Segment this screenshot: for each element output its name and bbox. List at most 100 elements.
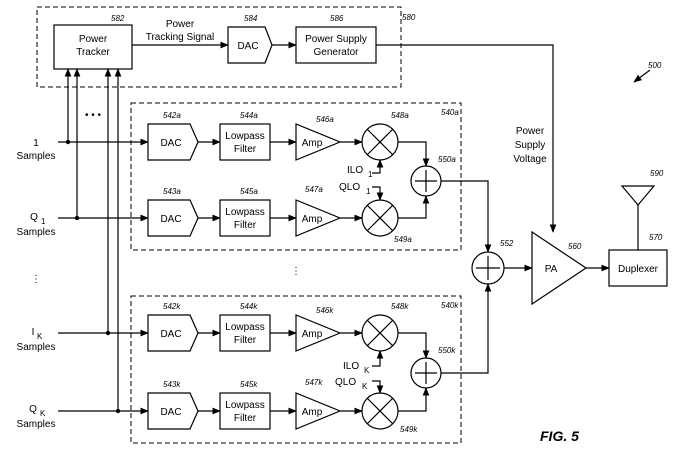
power-control-ref: 580 [402,13,416,22]
wire-550k-552 [441,284,488,373]
tracking-signal-label-1: Power [166,19,195,30]
amp-547a-ref: 547a [305,185,323,194]
antenna-590-ref: 590 [650,169,664,178]
input-qk-word: Samples [17,419,56,430]
mixer-548a-ref: 548a [391,111,409,120]
figure-ref: 500 [648,61,662,70]
supply-voltage-label-2: Supply [515,140,546,151]
filter-545k-label-2: Filter [234,413,257,424]
dac-542k-ref: 542k [163,302,181,311]
junction-dot-q1 [75,216,79,220]
figure-ref-arrow [634,70,650,82]
duplexer-570-label: Duplexer [618,264,659,275]
filter-545k-ref: 545k [240,380,258,389]
tracking-signal-label-2: Tracking Signal [146,32,215,43]
figure-caption: FIG. 5 [540,428,579,444]
amp-547a-label: Amp [302,214,323,225]
qlo-a-label: QLO [339,182,360,193]
tracking-dac-label: DAC [237,41,258,52]
transmitter-k: 540k 542k DAC 544k Lowpass Filter 546k A… [131,296,461,443]
power-tracker-ref: 582 [111,14,125,23]
filter-544a-ref: 544a [240,111,258,120]
wire-548k-550k [398,333,426,358]
input-vdots: ⋮ [31,274,41,285]
qlo-a-sub: 1 [366,187,371,196]
wire-549a-550a [398,196,426,218]
pa-560-label: PA [545,264,558,275]
dac-542a-label: DAC [160,138,181,149]
ilo-a-label: ILO [347,165,363,176]
amp-547k-ref: 547k [305,378,323,387]
antenna-590-icon [622,186,654,205]
dac-543a-label: DAC [160,214,181,225]
duplexer-570-ref: 570 [649,233,663,242]
filter-544a-label-2: Filter [234,144,257,155]
input-ik-sub: K [37,332,43,341]
filter-545k-label-1: Lowpass [225,400,264,411]
power-supply-generator-label-1: Power Supply [305,34,367,45]
amp-546a-ref: 546a [316,115,334,124]
qlo-k-sub: K [362,382,368,391]
qlo-k-label: QLO [335,377,356,388]
filter-545a-ref: 545a [240,187,258,196]
ilo-k-label: ILO [343,361,359,372]
amp-546a-label: Amp [302,138,323,149]
supply-voltage-label-3: Voltage [513,154,547,165]
ilo-a-wire [372,160,380,173]
junction-dot-i1 [66,140,70,144]
input-ik-word: Samples [17,342,56,353]
filter-544a-label-1: Lowpass [225,131,264,142]
dac-543a-ref: 543a [163,187,181,196]
ilo-k-wire [372,351,380,366]
supply-voltage-wire [376,45,553,232]
wire-550a-552 [441,181,488,252]
input-qk-name: Q [29,404,37,415]
filter-545a-label-1: Lowpass [225,207,264,218]
amp-547k-label: Amp [302,407,323,418]
input-q1-sub: 1 [41,217,46,226]
ilo-a-sub: 1 [368,170,373,179]
transmitter-vdots: ⋮ [291,266,301,277]
power-tracker-label-2: Tracker [76,47,110,58]
combiner-550a-ref: 550a [438,155,456,164]
mixer-548k-ref: 548k [391,302,409,311]
amp-546k-ref: 546k [316,306,334,315]
junction-dot-ik [106,331,110,335]
wire-548a-550a [398,142,426,166]
filter-545a-label-2: Filter [234,220,257,231]
combiner-550k-ref: 550k [438,346,456,355]
qlo-k-wire [372,381,380,393]
input-i1-word: Samples [17,151,56,162]
input-q1-word: Samples [17,227,56,238]
input-qk-sub: K [40,409,46,418]
dac-543k-label: DAC [160,407,181,418]
power-supply-generator-ref: 586 [330,14,344,23]
filter-544k-label-1: Lowpass [225,322,264,333]
mixer-549k-ref: 549k [400,425,418,434]
transmitter-a-ref: 540a [441,108,459,117]
input-ik-name: I [32,327,35,338]
pa-560-ref: 560 [568,242,582,251]
tracking-dac-ref: 584 [244,14,258,23]
power-tracker-label-1: Power [79,34,108,45]
wire-549k-550k [398,388,426,411]
filter-544k-label-2: Filter [234,335,257,346]
transmitter-k-ref: 540k [441,301,459,310]
dac-542a-ref: 542a [163,111,181,120]
power-supply-generator-label-2: Generator [313,47,359,58]
ilo-k-sub: K [364,366,370,375]
dac-542k-label: DAC [160,329,181,340]
transmitter-a: 540a 542a DAC 544a Lowpass Filter 546a A… [131,103,461,250]
mixer-549a-ref: 549a [394,235,412,244]
summer-552-ref: 552 [500,239,514,248]
bus-ellipsis: • • • [85,110,102,121]
supply-voltage-label-1: Power [516,126,545,137]
qlo-a-wire [372,187,380,200]
filter-544k-ref: 544k [240,302,258,311]
input-i1-name: 1 [33,138,39,149]
dac-543k-ref: 543k [163,380,181,389]
input-q1-name: Q [30,212,38,223]
junction-dot-qk [116,409,120,413]
amp-546k-label: Amp [302,329,323,340]
